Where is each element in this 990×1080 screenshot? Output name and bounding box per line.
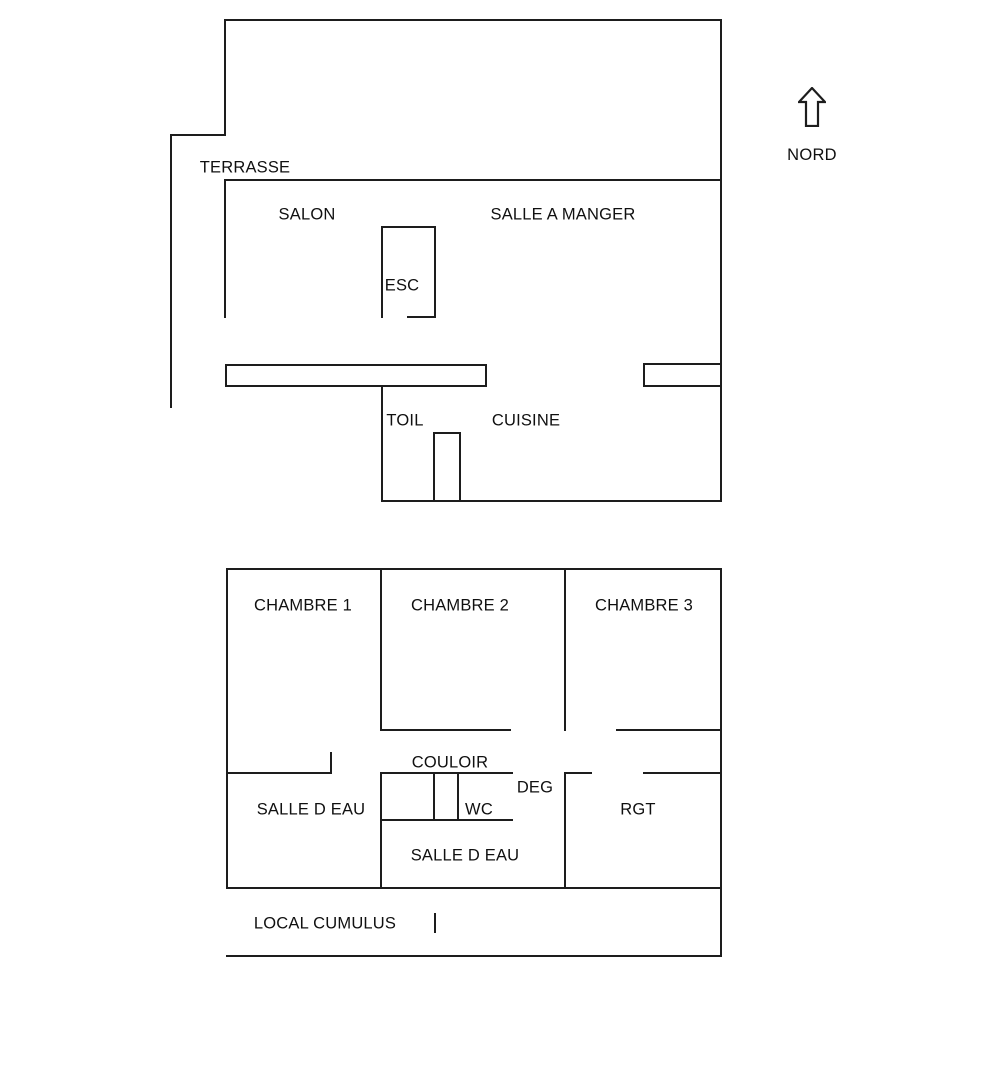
lower-floor-wall [226,955,722,957]
lower-floor-wall [433,772,435,821]
room-label-chambre-3: CHAMBRE 3 [594,596,694,615]
room-label-salon: SALON [278,205,336,224]
upper-floor-wall [407,316,436,318]
upper-floor-wall [224,19,722,21]
room-label-salle-a-manger: SALLE A MANGER [490,205,636,224]
lower-floor-wall [380,772,513,774]
north-arrow-icon [798,87,826,127]
lower-floor-wall [226,887,722,889]
room-label-salle-d-eau-1: SALLE D EAU [256,800,366,819]
north-label: NORD [787,146,837,164]
upper-floor-wall [434,226,436,318]
upper-floor-wall [224,179,722,181]
lower-floor-wall [564,772,566,889]
upper-floor-wall [224,19,226,136]
room-label-toil: TOIL [386,411,424,430]
lower-floor-wall [380,568,382,731]
room-label-chambre-1: CHAMBRE 1 [253,596,353,615]
upper-floor-wall-outlined [225,364,487,387]
room-label-salle-d-eau-2: SALLE D EAU [410,846,520,865]
lower-floor-wall [226,568,722,570]
lower-floor-wall [720,568,722,957]
upper-floor-wall [224,179,226,318]
room-label-deg: DEG [516,778,554,797]
lower-floor-wall [616,729,722,731]
upper-floor-wall [381,226,383,318]
compass: NORD [772,85,852,164]
lower-floor-wall [380,819,513,821]
room-label-couloir: COULOIR [411,753,489,772]
room-label-wc: WC [465,800,493,819]
room-label-chambre-2: CHAMBRE 2 [410,596,510,615]
lower-floor-wall [380,729,511,731]
upper-floor-wall [381,226,436,228]
room-label-cuisine: CUISINE [491,411,561,430]
upper-floor-wall [433,432,461,434]
upper-floor-wall [720,19,722,502]
upper-floor-wall [170,134,226,136]
room-label-local-cumulus: LOCAL CUMULUS [253,914,397,933]
room-label-terrasse: TERRASSE [199,158,291,177]
upper-floor-wall [381,386,383,502]
lower-floor-wall [564,568,566,731]
lower-floor-wall [434,913,436,933]
upper-floor-wall [433,432,435,500]
lower-floor-wall [226,568,228,889]
upper-floor-wall [459,432,461,500]
lower-floor-wall [457,772,459,821]
lower-floor-wall [226,772,332,774]
upper-floor-wall [170,134,172,408]
upper-floor-wall-outlined [643,363,722,387]
lower-floor-wall [643,772,722,774]
lower-floor-wall [564,772,592,774]
lower-floor-wall [380,772,382,889]
lower-floor-wall [330,752,332,774]
room-label-rgt: RGT [620,800,656,819]
upper-floor-wall [381,500,722,502]
room-label-esc: ESC [384,276,420,295]
